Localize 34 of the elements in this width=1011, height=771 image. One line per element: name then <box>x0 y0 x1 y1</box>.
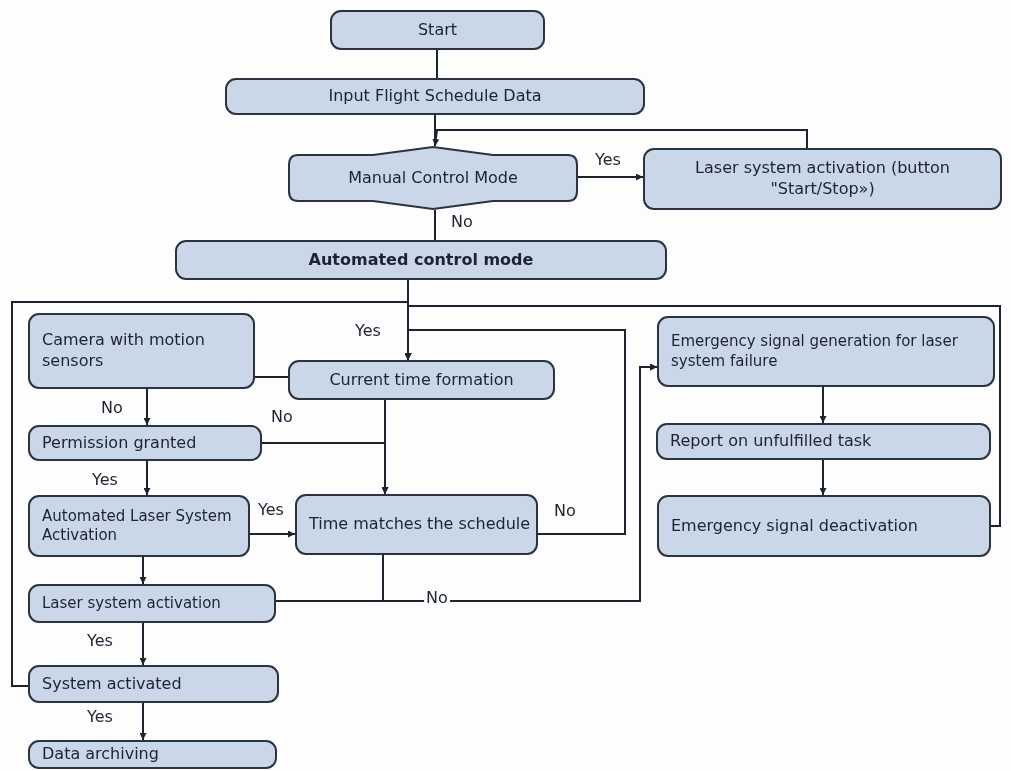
arrow <box>819 459 827 496</box>
process-box: Automated control mode <box>175 240 667 280</box>
connector-line <box>434 209 436 241</box>
arrow <box>249 530 296 538</box>
process-box: System activated <box>28 665 279 703</box>
arrow <box>139 556 147 585</box>
connector-line <box>254 376 289 378</box>
process-box: Start <box>330 10 545 50</box>
process-box: Automated Laser System Activation <box>28 495 250 557</box>
process-box: Camera with motion sensors <box>28 313 255 389</box>
process-box: Emergency signal deactivation <box>657 495 991 557</box>
arrow <box>819 386 827 424</box>
arrow <box>139 702 147 741</box>
process-box: Laser system activation (button "Start/Stop») <box>643 148 1002 210</box>
process-box: Emergency signal generation for laser system failure <box>657 316 995 387</box>
process-box: Permission granted <box>28 425 262 461</box>
arrow <box>404 305 1001 527</box>
arrow <box>275 363 658 602</box>
process-box: Data archiving <box>28 740 277 769</box>
arrow <box>404 329 626 535</box>
arrow <box>261 442 389 495</box>
arrow <box>577 173 644 181</box>
arrow <box>432 129 808 149</box>
arrow <box>143 460 151 496</box>
process-box: Time matches the schedule <box>295 494 538 555</box>
process-box: Report on unfulfilled task <box>656 423 991 460</box>
arrow <box>11 301 412 687</box>
process-box: Input Flight Schedule Data <box>225 78 645 115</box>
arrow <box>139 622 147 666</box>
connector-line <box>436 49 438 79</box>
arrow <box>143 388 151 426</box>
decision-text: Manual Control Mode <box>348 167 518 189</box>
process-box: Current time formation <box>288 360 555 400</box>
process-box: Laser system activation <box>28 584 276 623</box>
